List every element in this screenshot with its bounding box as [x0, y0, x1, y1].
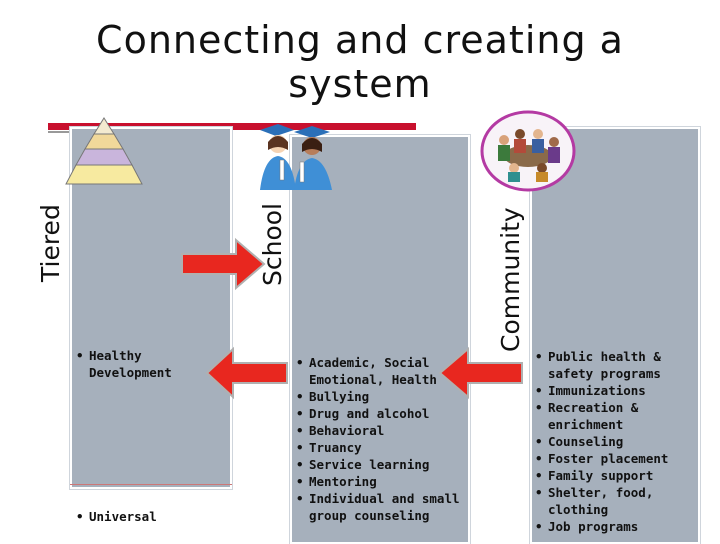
graduates-icon [260, 124, 332, 190]
list-item: Drug and alcohol [296, 405, 464, 422]
title-underline-bar [48, 123, 416, 130]
pyramid-icon [65, 117, 143, 185]
list-item: Healthy Development [76, 347, 196, 381]
list-item: Universal [76, 508, 216, 525]
tiered-label: Tiered [36, 204, 65, 282]
community-meeting-icon [480, 110, 576, 192]
list-item: Academic, Social Emotional, Health [296, 354, 464, 388]
tiered-top-list: Healthy Development [76, 347, 196, 381]
list-item: Immunizations [535, 382, 695, 399]
list-item: Individual and small group counseling [296, 490, 464, 524]
community-list: Public health & safety programs Immuniza… [535, 348, 695, 535]
school-list: Academic, Social Emotional, Health Bully… [296, 354, 464, 524]
list-item: Service learning [296, 456, 464, 473]
divider-line [48, 131, 78, 133]
community-label: Community [496, 207, 525, 352]
list-item: Public health & safety programs [535, 348, 695, 382]
column-divider-line [70, 484, 232, 485]
list-item: Recreation & enrichment [535, 399, 695, 433]
arrow-left-icon [205, 346, 288, 400]
list-item: Mentoring [296, 473, 464, 490]
list-item: Shelter, food, clothing [535, 484, 695, 518]
list-item: Truancy [296, 439, 464, 456]
arrow-right-icon [181, 237, 266, 291]
slide-title: Connecting and creating a system [96, 18, 624, 106]
tiered-column [70, 127, 232, 489]
list-item: Foster placement [535, 450, 695, 467]
list-item: Bullying [296, 388, 464, 405]
list-item: Job programs [535, 518, 695, 535]
list-item: Family support [535, 467, 695, 484]
tiered-bottom-list: Universal [76, 508, 216, 525]
list-item: Behavioral [296, 422, 464, 439]
list-item: Counseling [535, 433, 695, 450]
